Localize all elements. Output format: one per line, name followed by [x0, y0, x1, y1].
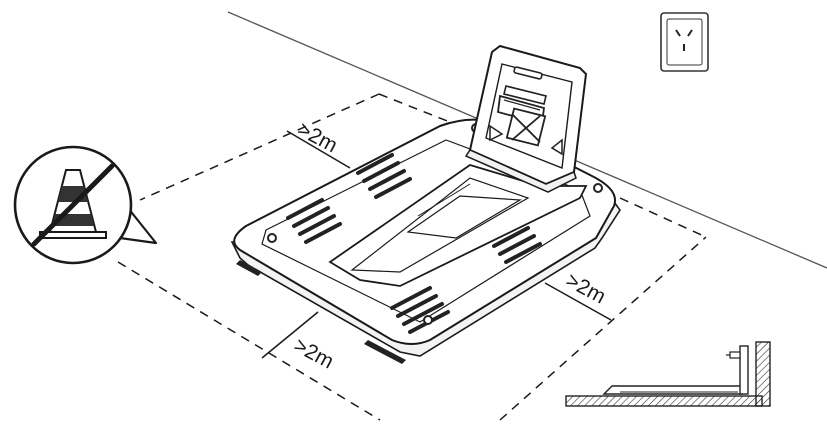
wall-outlet-icon	[660, 12, 709, 72]
corner-feet	[236, 260, 406, 364]
vent-slots-right	[492, 226, 542, 264]
charging-tower	[464, 44, 588, 193]
clearance-label-front: >2m	[290, 334, 337, 374]
ground-level-section-icon	[565, 341, 771, 407]
no-traffic-cone-icon	[13, 145, 158, 265]
vent-slots-upper	[356, 153, 412, 199]
clearance-label-top: >2m	[294, 118, 341, 158]
charging-station	[230, 44, 621, 364]
clearance-zone	[117, 93, 707, 421]
clearance-label-right: >2m	[562, 269, 609, 309]
vent-slots-left	[286, 198, 342, 244]
dimension-indicators	[261, 130, 612, 359]
